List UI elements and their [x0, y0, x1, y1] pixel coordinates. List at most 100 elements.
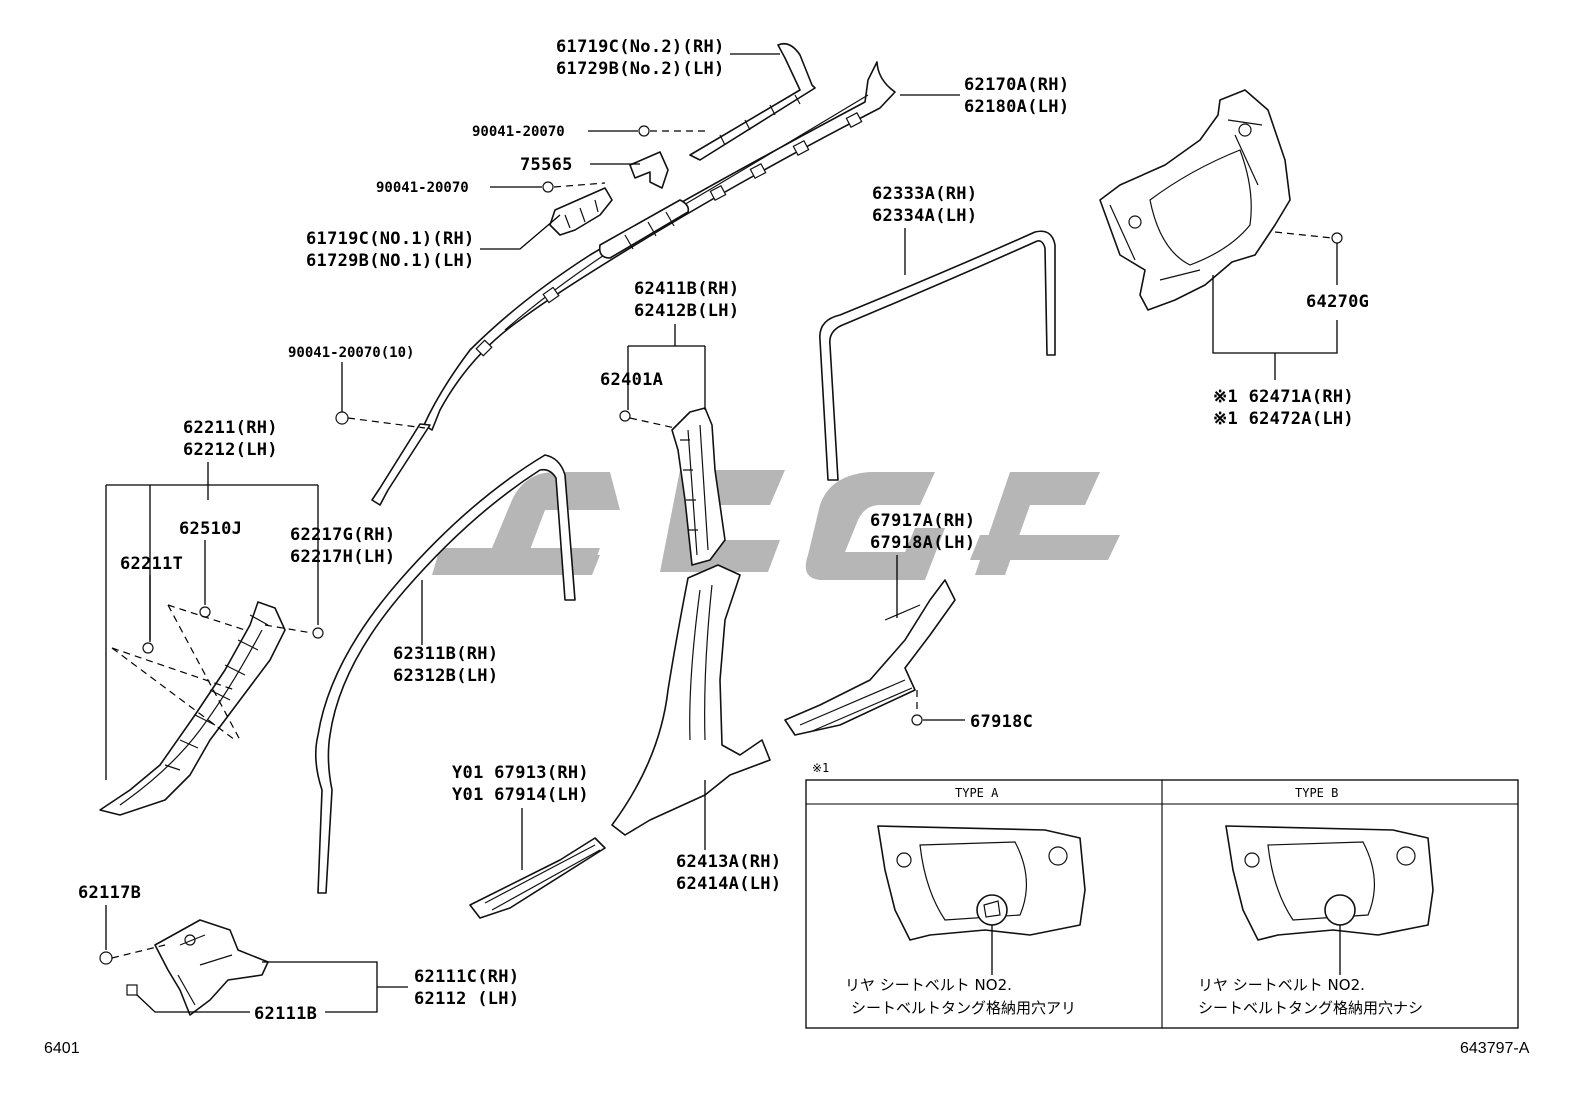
- clip-64270g: [1331, 232, 1343, 244]
- leader-62117b-dash: [111, 944, 166, 959]
- leader-62411b: [627, 324, 706, 410]
- type-b-note-line2: シートベルトタング格納用穴ナシ: [1198, 999, 1423, 1017]
- watermark-stroke-4: [805, 472, 945, 580]
- label-90041-10: 90041-20070(10): [288, 345, 414, 361]
- label-62510j: 62510J: [179, 519, 242, 539]
- type-a-tongue-hole-callout: [976, 894, 1008, 926]
- quarter-trim-detail: [1109, 119, 1263, 281]
- inset-type-a-heading: TYPE A: [955, 786, 999, 800]
- type-b-trim-outline: [1225, 825, 1434, 941]
- clip-90041-a: [638, 125, 650, 137]
- quarter-trim-panel: [1099, 89, 1291, 311]
- type-a-hole-left: [896, 852, 912, 868]
- leader-dash-62217g: [264, 624, 313, 634]
- label-61729b-no1: 61729B(NO.1)(LH): [306, 251, 475, 271]
- rear-scuff-plate-67917a: [784, 579, 956, 736]
- label-62411b: 62411B(RH): [634, 279, 739, 299]
- center-pillar-upper-62411b: [671, 407, 726, 566]
- label-67913: Y01 67913(RH): [452, 763, 589, 783]
- leader-61719c-no1: [480, 214, 561, 250]
- label-62111c: 62111C(RH): [414, 967, 519, 987]
- fasteners: [99, 125, 1343, 996]
- bracket-75565: [629, 151, 669, 189]
- label-62471a: ※1 62471A(RH): [1213, 387, 1354, 407]
- leader-dash-62510j: [167, 604, 246, 741]
- leader-90041-b-dash: [553, 182, 606, 188]
- label-62211: 62211(RH): [183, 418, 278, 438]
- inflator: [598, 199, 690, 259]
- label-62111b: 62111B: [254, 1004, 317, 1024]
- label-67914: Y01 67914(LH): [452, 785, 589, 805]
- cowl-side-detail: [177, 934, 233, 1006]
- airbag-clip-6: [475, 339, 493, 357]
- label-62117b: 62117B: [78, 883, 141, 903]
- leader-62211-bracket: [105, 462, 319, 780]
- type-b-hole-right: [1396, 846, 1416, 866]
- rear-door-weatherstrip-62333a: [819, 230, 1056, 481]
- clip-90041-10: [335, 411, 349, 425]
- inset-type-b-heading: TYPE B: [1295, 786, 1338, 800]
- leader-62471a: [1212, 275, 1338, 380]
- leader-62401a-dash: [629, 417, 676, 429]
- leader-dash-62211t: [111, 647, 236, 741]
- label-62311b: 62311B(RH): [393, 644, 498, 664]
- label-62217g: 62217G(RH): [290, 525, 395, 545]
- airbag-clip-3: [749, 162, 767, 180]
- page-code-left: 6401: [44, 1040, 80, 1057]
- label-61729b-no2: 61729B(No.2)(LH): [556, 59, 725, 79]
- label-61719c-no1: 61719C(NO.1)(RH): [306, 229, 475, 249]
- quarter-trim-hole: [1238, 123, 1252, 137]
- quarter-trim-window: [1149, 149, 1252, 266]
- label-90041-b: 90041-20070: [376, 180, 469, 196]
- leader-90041-10-dash: [347, 417, 426, 429]
- type-a-tongue-hole: [983, 900, 1001, 918]
- center-pillar-upper-detail: [680, 424, 709, 556]
- watermark-logo: [432, 470, 1120, 580]
- label-90041-a: 90041-20070: [472, 124, 565, 140]
- label-62312b: 62312B(LH): [393, 666, 498, 686]
- inset-type-a-panel: [877, 825, 1086, 975]
- front-scuff-plate-detail: [484, 844, 601, 911]
- leader-62111b: [136, 994, 250, 1013]
- cowl-side-trim: [154, 919, 269, 1016]
- type-b-hole-left: [1244, 852, 1260, 868]
- type-b-window: [1267, 841, 1376, 921]
- label-62112: 62112 (LH): [414, 989, 519, 1009]
- inset-type-b-panel: [1225, 825, 1434, 975]
- cowl-side-hole: [184, 934, 196, 946]
- label-62414a: 62414A(LH): [676, 874, 781, 894]
- label-62472a: ※1 62472A(LH): [1213, 409, 1354, 429]
- type-b-no-hole-callout: [1324, 894, 1356, 926]
- front-pillar-ribs: [164, 614, 269, 771]
- illustration-code-right: 643797-A: [1460, 1040, 1530, 1057]
- cowl-side-outline: [154, 919, 269, 1016]
- airbag-clip-2: [792, 139, 810, 157]
- label-62170a: 62170A(RH): [964, 75, 1069, 95]
- rear-scuff-plate-detail: [799, 604, 921, 733]
- clip-62211t: [142, 642, 154, 654]
- label-62180a: 62180A(LH): [964, 97, 1069, 117]
- front-door-weatherstrip-62311b: [314, 454, 576, 894]
- label-75565: 75565: [520, 155, 573, 175]
- clip-62117b: [99, 951, 113, 965]
- center-pillar-lower-62413a: [611, 564, 771, 836]
- center-pillar-lower-detail: [689, 584, 713, 741]
- airbag-tether: [371, 423, 431, 506]
- label-61719c-no2: 61719C(No.2)(RH): [556, 37, 725, 57]
- leader-62111c: [262, 961, 408, 1013]
- label-62333a: 62333A(RH): [872, 184, 977, 204]
- label-67918a: 67918A(LH): [870, 533, 975, 553]
- clip-62510j: [199, 606, 211, 618]
- roof-side-airbag-assembly: [371, 42, 896, 506]
- clip-62401a: [619, 410, 631, 422]
- clip-90041-b: [542, 181, 554, 193]
- label-62212: 62212(LH): [183, 440, 278, 460]
- label-62211t: 62211T: [120, 554, 183, 574]
- clip-62217g: [312, 627, 324, 639]
- quarter-trim-outline: [1099, 89, 1291, 311]
- airbag-bracket-no2: [689, 42, 816, 161]
- variant-inset: ※1 TYPE A TYPE B リヤ シートベルト NO2. シートベルトタン…: [805, 761, 1519, 1029]
- label-62401a: 62401A: [600, 370, 663, 390]
